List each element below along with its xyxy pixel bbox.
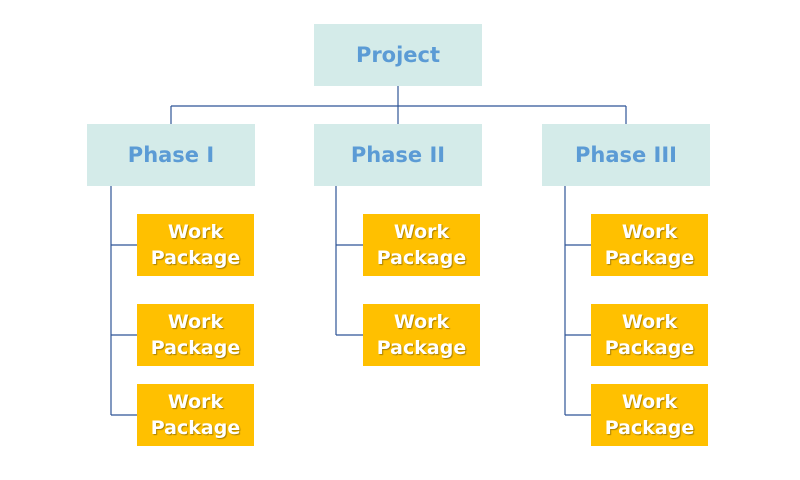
phase-2-label: Phase II: [350, 143, 446, 167]
work-package-node: Work Package: [137, 214, 254, 276]
phase-1-node: Phase I: [87, 124, 255, 186]
project-node: Project: [314, 24, 482, 86]
phase-1-label: Phase I: [127, 143, 215, 167]
work-package-line-1: Work: [621, 221, 678, 243]
phase-3-node: Phase III: [542, 124, 710, 186]
work-package-line-2: Package: [604, 337, 695, 359]
work-package-line-2: Package: [604, 417, 695, 439]
work-package-line-2: Package: [150, 337, 241, 359]
work-package-node: Work Package: [363, 304, 480, 366]
work-package-line-2: Package: [150, 417, 241, 439]
work-package-line-1: Work: [393, 311, 450, 333]
work-package-line-2: Package: [604, 247, 695, 269]
phase-2-node: Phase II: [314, 124, 482, 186]
work-package-line-1: Work: [621, 311, 678, 333]
work-package-node: Work Package: [137, 304, 254, 366]
work-package-line-2: Package: [376, 337, 467, 359]
work-package-node: Work Package: [363, 214, 480, 276]
work-package-line-1: Work: [621, 391, 678, 413]
work-package-line-2: Package: [376, 247, 467, 269]
work-package-line-2: Package: [150, 247, 241, 269]
work-package-node: Work Package: [591, 384, 708, 446]
work-package-node: Work Package: [591, 214, 708, 276]
phase-3-label: Phase III: [574, 143, 677, 167]
work-package-node: Work Package: [137, 384, 254, 446]
work-package-line-1: Work: [167, 311, 224, 333]
work-package-line-1: Work: [167, 221, 224, 243]
project-label: Project: [355, 43, 441, 67]
work-package-line-1: Work: [167, 391, 224, 413]
work-package-node: Work Package: [591, 304, 708, 366]
work-package-line-1: Work: [393, 221, 450, 243]
